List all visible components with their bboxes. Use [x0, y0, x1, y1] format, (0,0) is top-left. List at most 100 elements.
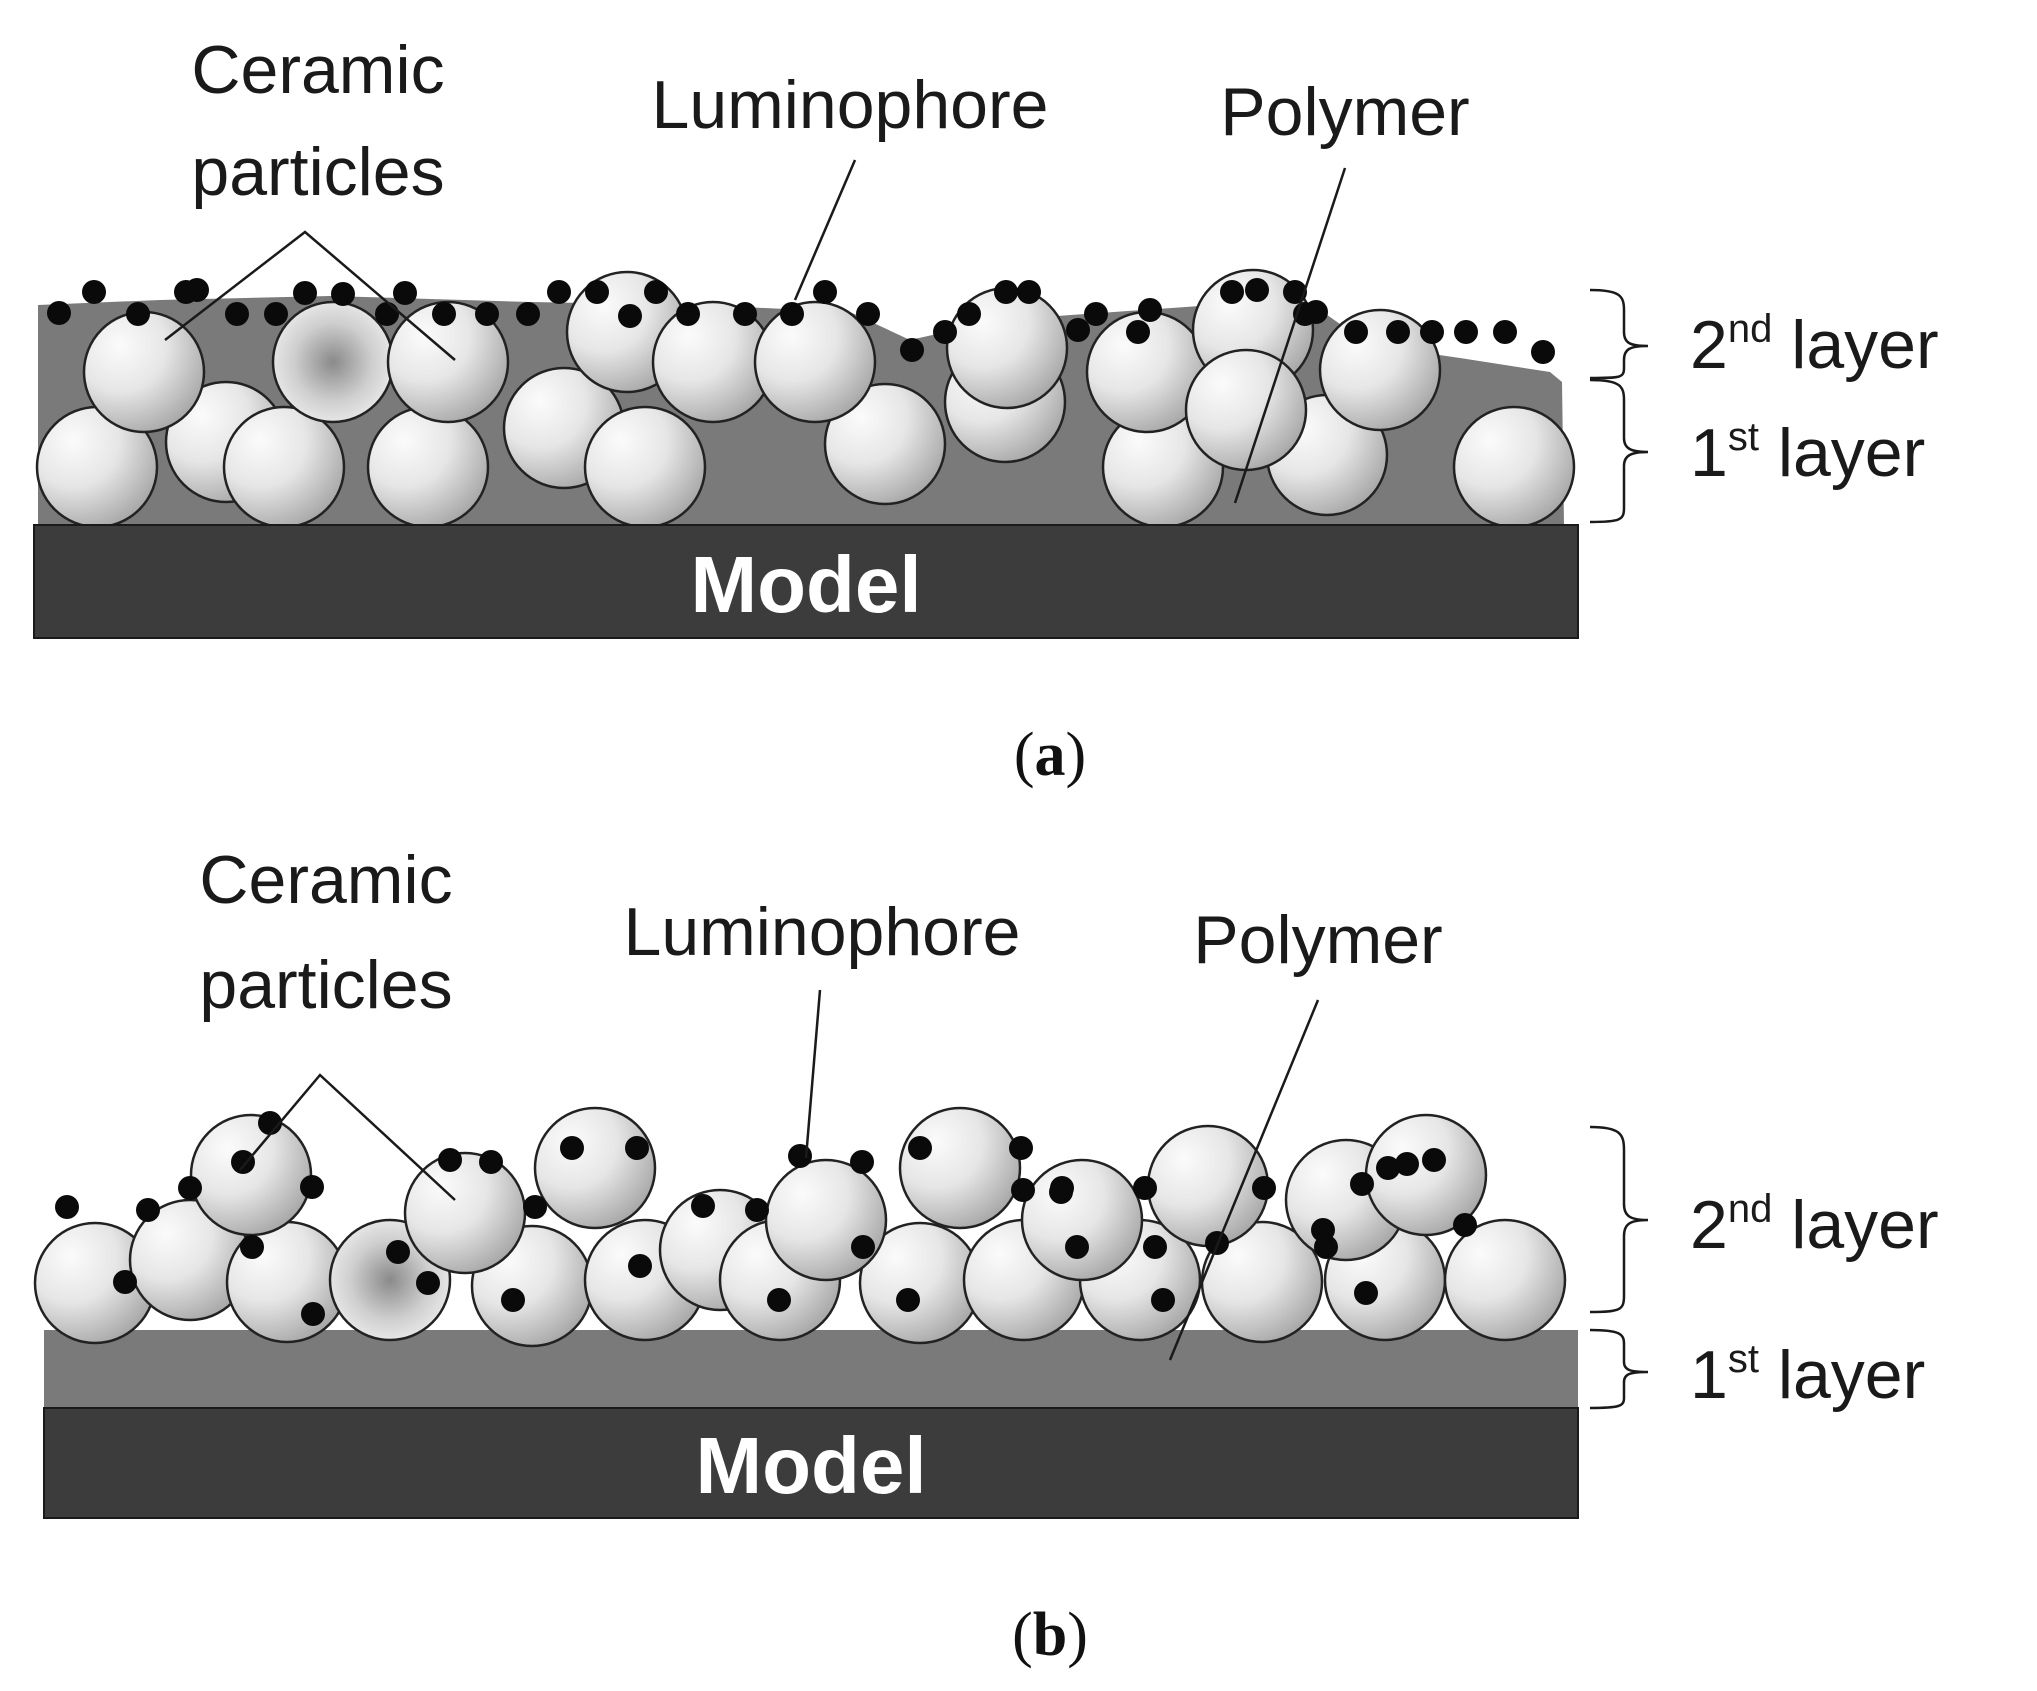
model-substrate-b — [43, 1407, 1579, 1519]
luminophore-label-b: Luminophore — [624, 894, 1021, 970]
panel-b-luminophore-dot — [501, 1288, 525, 1312]
panel-a-ceramic-particle — [753, 300, 877, 424]
panel-b-luminophore-dot — [1050, 1176, 1074, 1200]
panel-a-luminophore-dot — [1386, 320, 1410, 344]
panel-a-luminophore-dot — [1420, 320, 1444, 344]
panel-a-luminophore-dot — [1066, 318, 1090, 342]
panel-a-ceramic-particle — [1184, 348, 1308, 472]
panel-b-luminophore-dot — [1009, 1136, 1033, 1160]
panel-b-luminophore-dot — [301, 1302, 325, 1326]
panel-b-luminophore-dot — [438, 1148, 462, 1172]
panel-a-luminophore-dot — [994, 280, 1018, 304]
panel-b-ceramic-particle — [1146, 1124, 1270, 1248]
panel-b-luminophore-dot — [416, 1271, 440, 1295]
ceramic-leader-b — [239, 1073, 456, 1201]
panel-a-luminophore-dot — [331, 282, 355, 306]
panel-b-luminophore-dot — [1395, 1152, 1419, 1176]
panel-a-luminophore-dot — [547, 280, 571, 304]
panel-b-luminophore-dot — [745, 1198, 769, 1222]
panel-b-ceramic-particle — [1020, 1158, 1144, 1282]
panel-a-ceramic-particle — [222, 405, 346, 529]
panel-a-luminophore-dot — [126, 302, 150, 326]
ceramic-label-line2-a: particles — [191, 134, 444, 210]
panel-b-luminophore-dot — [788, 1144, 812, 1168]
luminophore-dots-b — [55, 1111, 1477, 1326]
ceramic-label-line1-b: Ceramic — [199, 842, 452, 918]
panel-a-ceramic-particle — [583, 405, 707, 529]
luminophore-label-a: Luminophore — [652, 67, 1049, 143]
panel-b-luminophore-dot — [850, 1150, 874, 1174]
panel-a-luminophore-dot — [293, 281, 317, 305]
layer1-brace-b — [1589, 1328, 1649, 1410]
panel-a-luminophore-dot — [225, 302, 249, 326]
panel-b-luminophore-dot — [896, 1288, 920, 1312]
panel-a-luminophore-dot — [1493, 320, 1517, 344]
panel-b-luminophore-dot — [178, 1176, 202, 1200]
panel-b-luminophore-dot — [1143, 1235, 1167, 1259]
panel-a-luminophore-dot — [900, 338, 924, 362]
panel-a-luminophore-dot — [1084, 302, 1108, 326]
panel-b-luminophore-dot — [1133, 1176, 1157, 1200]
panel-b-luminophore-dot — [691, 1194, 715, 1218]
panel-b-luminophore-dot — [113, 1270, 137, 1294]
panel-b-luminophore-dot — [625, 1136, 649, 1160]
panel-a-luminophore-dot — [585, 280, 609, 304]
panel-b-ceramic-particle — [533, 1106, 657, 1230]
panel-b-luminophore-dot — [908, 1136, 932, 1160]
panel-b-luminophore-dot — [1252, 1176, 1276, 1200]
panel-a-luminophore-dot — [47, 301, 71, 325]
panel-b-luminophore-dot — [628, 1254, 652, 1278]
panel-a-luminophore-dot — [856, 302, 880, 326]
polymer-label-b: Polymer — [1193, 902, 1442, 978]
model-label-a: Model — [690, 540, 921, 629]
layer2-label-b: 2nd layer — [1690, 1187, 1939, 1263]
panel-b-luminophore-dot — [386, 1240, 410, 1264]
panel-a-luminophore-dot — [933, 320, 957, 344]
panel-a-luminophore-dot — [264, 302, 288, 326]
panel-b-luminophore-dot — [1453, 1213, 1477, 1237]
panel-b-luminophore-dot — [523, 1195, 547, 1219]
ceramic-label-line1-a: Ceramic — [191, 32, 444, 108]
panel-a-luminophore-dot — [676, 302, 700, 326]
panel-a-luminophore-dot — [393, 281, 417, 305]
ceramic-label-line2-b: particles — [199, 947, 452, 1023]
panel-a-luminophore-dot — [1454, 320, 1478, 344]
panel-a-luminophore-dot — [1017, 280, 1041, 304]
panel-b-luminophore-dot — [479, 1150, 503, 1174]
panel-b-luminophore-dot — [851, 1235, 875, 1259]
panel-a-ceramic-particle — [271, 300, 395, 424]
panel-a-luminophore-dot — [516, 302, 540, 326]
panel-b-luminophore-dot — [300, 1175, 324, 1199]
panel-tag-a: (a) — [1014, 721, 1086, 789]
panel-b-luminophore-dot — [1151, 1288, 1175, 1312]
panel-b-luminophore-dot — [1011, 1178, 1035, 1202]
layer1-label-b: 1st layer — [1690, 1337, 1925, 1413]
model-substrate-a — [33, 524, 1579, 639]
panel-a-luminophore-dot — [475, 302, 499, 326]
panel-a-ceramic-particle — [386, 300, 510, 424]
panel-b-luminophore-dot — [231, 1150, 255, 1174]
panel-b-luminophore-dot — [1422, 1148, 1446, 1172]
panel-tag-b: (b) — [1012, 1601, 1088, 1669]
panel-b-ceramic-particle — [1443, 1218, 1567, 1342]
polymer-layer-b — [44, 1330, 1578, 1408]
layer2-brace-a — [1589, 288, 1649, 380]
panel-b-luminophore-dot — [136, 1198, 160, 1222]
panel-b-luminophore-dot — [240, 1235, 264, 1259]
panel-a-luminophore-dot — [185, 278, 209, 302]
panel-a-luminophore-dot — [780, 302, 804, 326]
polymer-leader-a — [1233, 167, 1347, 504]
panel-a-luminophore-dot — [618, 304, 642, 328]
panel-a-luminophore-dot — [957, 302, 981, 326]
panel-a-ceramic-particle — [366, 405, 490, 529]
panel-a-ceramic-particle — [1452, 405, 1576, 529]
panel-b-ceramic-particle — [898, 1106, 1022, 1230]
panel-b-luminophore-dot — [1350, 1172, 1374, 1196]
panel-b: Model Ceramic particles Luminophore Poly… — [33, 842, 1939, 1669]
layer1-brace-a — [1589, 378, 1649, 524]
layer1-label-a: 1st layer — [1690, 415, 1925, 491]
panel-a-luminophore-dot — [1531, 340, 1555, 364]
panel-b-luminophore-dot — [767, 1288, 791, 1312]
polymer-label-a: Polymer — [1220, 74, 1469, 150]
model-label-b: Model — [695, 1421, 926, 1510]
